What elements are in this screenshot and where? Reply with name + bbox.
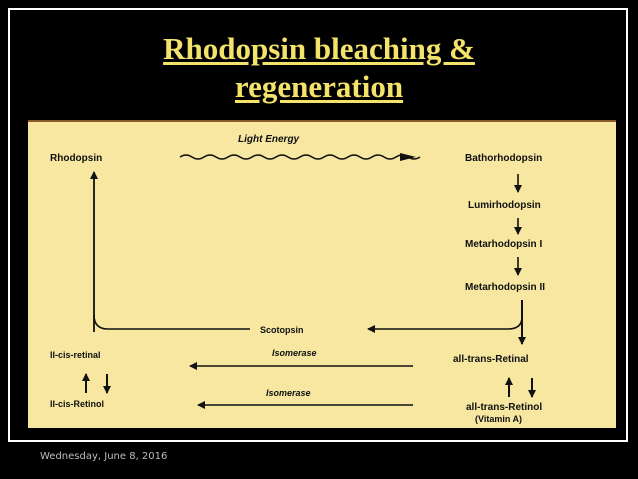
rhodopsin-cycle-diagram: Light Energy Rhodopsin Bathorhodopsin Lu…	[50, 134, 545, 424]
title-line-2: regeneration	[234, 69, 404, 104]
metarhodopsin1-label: Metarhodopsin I	[465, 239, 542, 250]
scotopsin-label: Scotopsin	[260, 325, 304, 335]
isomerase-1-label: Isomerase	[272, 348, 317, 358]
slide-frame	[8, 8, 628, 442]
metarhodopsin2-label: Metarhodopsin II	[465, 282, 545, 293]
slide-date: Wednesday, June 8, 2016	[40, 451, 168, 462]
cis-retinal-label: II-cis-retinal	[50, 350, 101, 360]
isomerase-2-label: Isomerase	[266, 388, 311, 398]
slide-title: Rhodopsin bleaching & regeneration	[0, 30, 638, 106]
all-trans-retinol-label: all-trans-Retinol	[466, 402, 542, 413]
cis-retinol-label: II-cis-Retinol	[50, 399, 104, 409]
light-energy-label: Light Energy	[238, 134, 300, 145]
lumirhodopsin-label: Lumirhodopsin	[468, 200, 541, 211]
scotopsin-branch-curve	[367, 316, 523, 333]
light-energy-arrow	[179, 154, 421, 160]
diagram-panel: Light Energy Rhodopsin Bathorhodopsin Lu…	[28, 120, 616, 428]
vitamin-a-label: (Vitamin A)	[475, 414, 522, 424]
bathorhodopsin-label: Bathorhodopsin	[465, 153, 542, 164]
rhodopsin-label: Rhodopsin	[50, 153, 102, 164]
light-energy-arrowhead	[400, 153, 416, 161]
scotopsin-to-rhodopsin-line	[93, 314, 250, 330]
title-line-1: Rhodopsin bleaching &	[163, 31, 475, 66]
all-trans-retinal-label: all-trans-Retinal	[453, 354, 529, 365]
